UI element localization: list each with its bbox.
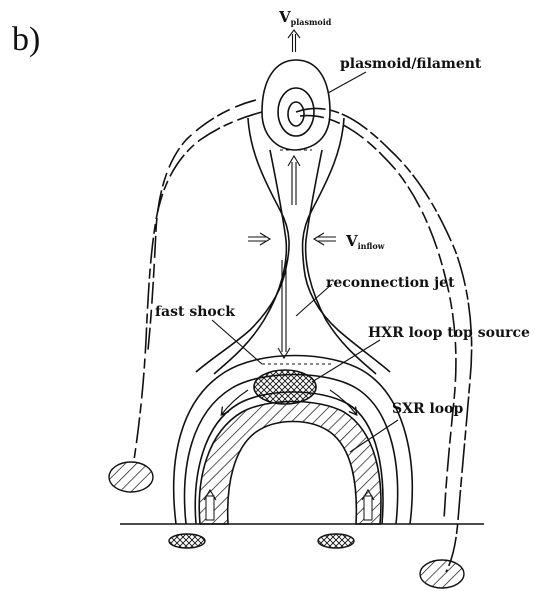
hxr-loop-top-source (254, 370, 316, 404)
upward-jet-arrow (288, 156, 300, 205)
outer-footpoint-left (109, 462, 153, 492)
plasmoid-filament (262, 60, 330, 150)
outer-erupting-loop-right-2 (300, 116, 456, 520)
v-plasmoid-arrow (288, 30, 300, 52)
footpoint-source-left (169, 534, 205, 548)
panel-label: b) (12, 21, 40, 58)
footpoint-source-right (318, 534, 354, 548)
plasmoid-pointer (328, 72, 366, 93)
v-inflow-label: Vinflow (345, 232, 386, 251)
plasmoid-label: plasmoid/filament (340, 56, 482, 72)
sxr-loop (199, 402, 381, 525)
fast-shock-label: fast shock (155, 304, 235, 320)
inflow-arrow-right (314, 233, 336, 245)
reconnection-jet-label: reconnection jet (326, 275, 455, 291)
hxr-label: HXR loop top source (368, 325, 530, 341)
v-plasmoid-label: Vplasmoid (278, 8, 332, 27)
fast-shock-pointer (212, 320, 262, 364)
inflow-arrow-left (248, 233, 270, 245)
outer-footpoint-right (420, 560, 464, 588)
